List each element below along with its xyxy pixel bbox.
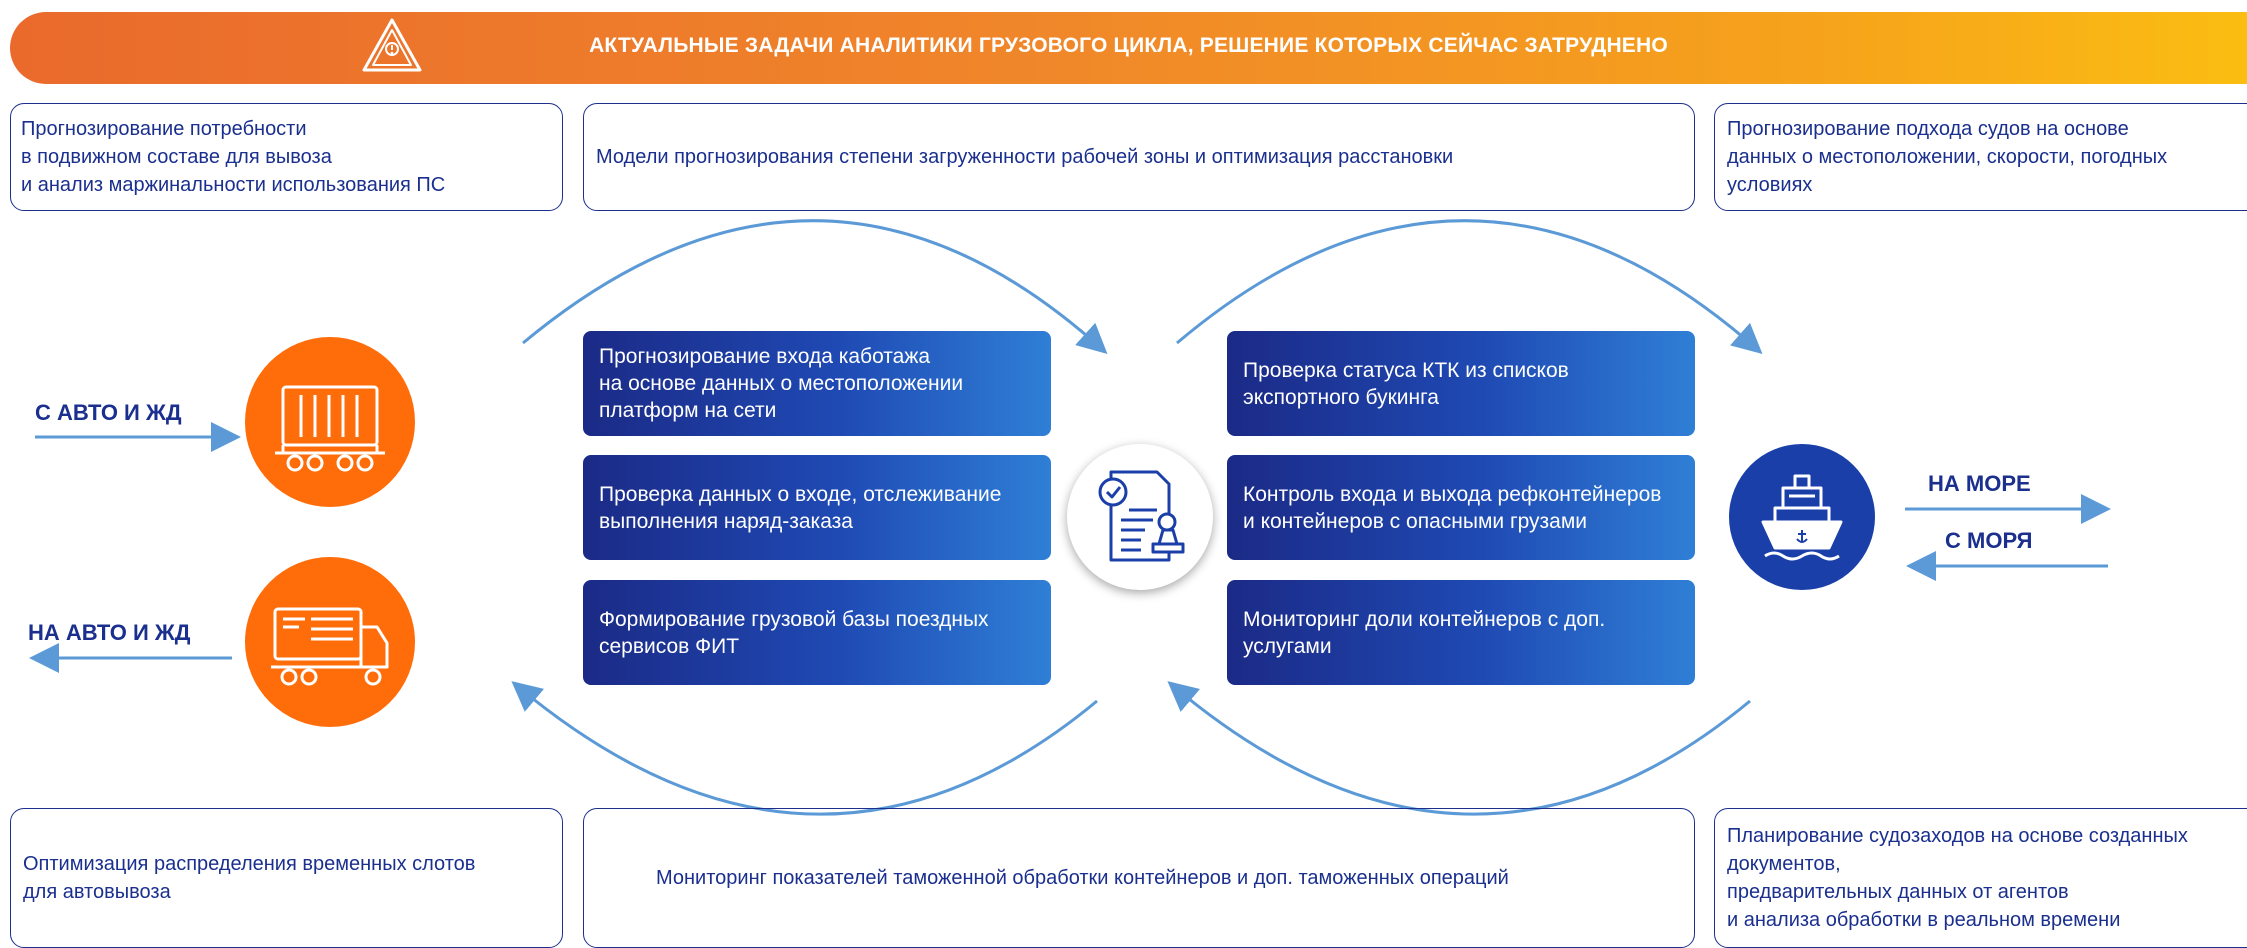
cycle-arc-left-bottom [511,681,1098,816]
task-box-time-slots: Оптимизация распределения временных слот… [10,808,563,948]
task-box-train-cargo-base: Формирование грузовой базы поездных серв… [583,580,1051,685]
label-to-sea: НА МОРЕ [1928,471,2031,496]
task-text: Проверка статуса КТК из списков экспортн… [1243,358,1569,409]
warning-icon [362,18,422,72]
task-text: Мониторинг показателей таможенной обрабо… [656,867,1509,889]
task-text: Оптимизация распределения временных слот… [23,853,476,903]
task-text: Формирование грузовой базы поездных серв… [599,607,989,658]
cycle-arc-right-top [1176,219,1763,354]
task-box-ktk-status: Проверка статуса КТК из списков экспортн… [1227,331,1695,436]
railcar-container-icon [275,385,385,472]
header-banner: АКТУАЛЬНЫЕ ЗАДАЧИ АНАЛИТИКИ ГРУЗОВОГО ЦИ… [10,12,2247,84]
document-circle [1067,444,1213,590]
document-stamp-icon [1098,470,1185,562]
truck-container-icon [271,607,389,686]
task-box-rolling-stock-forecast: Прогнозирование потребности в подвижном … [10,103,563,211]
truck-circle [245,557,415,727]
label-to-auto-rail: НА АВТО И ЖД [28,620,191,645]
task-box-vessel-arrival-forecast: Прогнозирование подхода судов на основе … [1714,103,2247,211]
label-from-auto-rail: С АВТО И ЖД [35,400,182,425]
railcar-circle [245,337,415,507]
task-box-order-tracking: Проверка данных о входе, отслеживание вы… [583,455,1051,560]
task-box-reefer-hazard-control: Контроль входа и выхода рефконтейнеров и… [1227,455,1695,560]
task-text: Прогнозирование потребности в подвижном … [21,118,446,196]
task-text: Проверка данных о входе, отслеживание вы… [599,482,1002,533]
task-text: Модели прогнозирования степени загруженн… [596,146,1454,168]
task-box-vessel-call-planning: Планирование судозаходов на основе созда… [1714,808,2247,948]
ship-circle [1729,444,1875,590]
task-box-extra-services-share: Мониторинг доли контейнеров с доп. услуг… [1227,580,1695,685]
task-box-coastal-arrival: Прогнозирование входа каботажа на основе… [583,331,1051,436]
task-text: Мониторинг доли контейнеров с доп. услуг… [1243,607,1606,658]
cycle-arc-left-top [522,219,1108,355]
task-text: Контроль входа и выхода рефконтейнеров и… [1243,482,1662,533]
cycle-arc-right-bottom [1167,681,1751,816]
page-title: АКТУАЛЬНЫЕ ЗАДАЧИ АНАЛИТИКИ ГРУЗОВОГО ЦИ… [589,34,1668,57]
task-box-customs-monitoring: Мониторинг показателей таможенной обрабо… [583,808,1695,948]
ship-icon [1761,474,1843,561]
label-from-sea: С МОРЯ [1945,528,2033,553]
task-text: Прогнозирование входа каботажа на основе… [599,345,964,422]
task-text: Планирование судозаходов на основе созда… [1727,825,2188,931]
task-box-workload-forecast: Модели прогнозирования степени загруженн… [583,103,1695,211]
task-text: Прогнозирование подхода судов на основе … [1727,118,2168,196]
